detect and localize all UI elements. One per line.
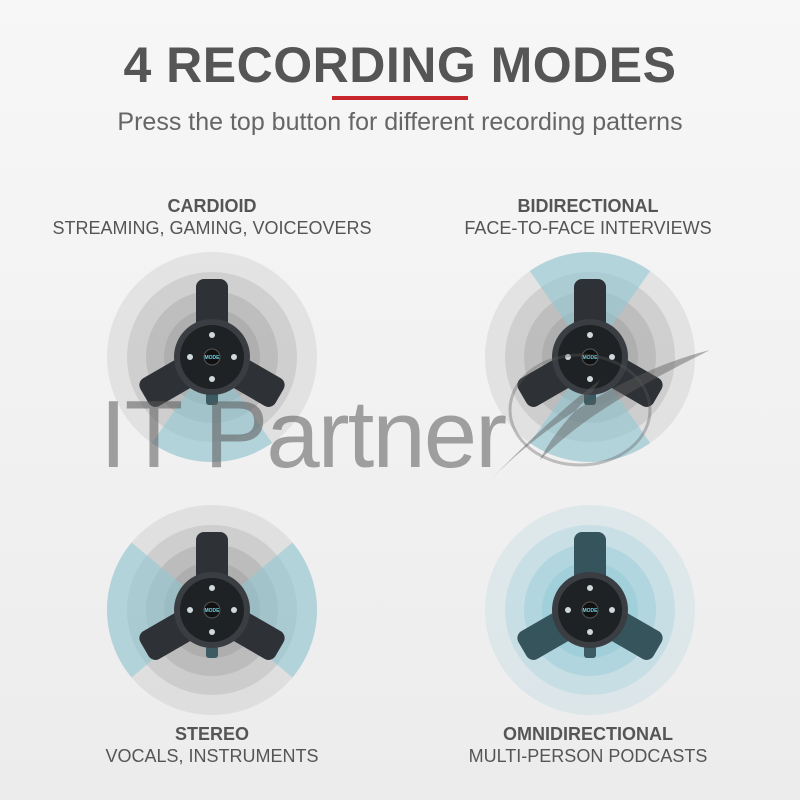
microphone-body: MODE [139, 279, 285, 407]
mode-button-label: MODE [583, 608, 599, 614]
pattern-lobe [212, 539, 317, 681]
mode-button-label: MODE [583, 355, 599, 361]
mode-button-label: MODE [205, 608, 221, 614]
page-title: 4 RECORDING MODES [123, 37, 677, 93]
microphone-cardioid-image: MODE [97, 242, 327, 472]
mode-use: VOCALS, INSTRUMENTS [105, 746, 319, 766]
title-underline [332, 96, 468, 100]
microphone-body: MODE [139, 532, 285, 660]
mode-label-omnidirectional: OMNIDIRECTIONAL MULTI-PERSON PODCASTS [388, 724, 788, 767]
mode-use: FACE-TO-FACE INTERVIEWS [464, 218, 712, 238]
mode-use: STREAMING, GAMING, VOICEOVERS [52, 218, 372, 238]
mode-use: MULTI-PERSON PODCASTS [468, 746, 708, 766]
mode-label-cardioid: CARDIOID STREAMING, GAMING, VOICEOVERS [12, 196, 412, 239]
microphone-body: MODE [517, 279, 663, 407]
mode-name: BIDIRECTIONAL [517, 196, 659, 216]
mode-label-stereo: STEREO VOCALS, INSTRUMENTS [12, 724, 412, 767]
mode-name: CARDIOID [167, 196, 257, 216]
page-subtitle: Press the top button for different recor… [117, 108, 683, 136]
mode-button-label: MODE [205, 355, 221, 361]
microphone-stereo-image: MODE [97, 495, 327, 725]
microphone-omnidirectional-image: MODE [475, 495, 705, 725]
pattern-lobe [148, 357, 276, 462]
mode-name: OMNIDIRECTIONAL [503, 724, 673, 744]
pattern-lobe [526, 357, 654, 462]
microphone-body: MODE [517, 532, 663, 660]
microphone-bidirectional-image: MODE [475, 242, 705, 472]
mode-name: STEREO [174, 724, 249, 744]
pattern-lobe [107, 539, 212, 681]
mode-label-bidirectional: BIDIRECTIONAL FACE-TO-FACE INTERVIEWS [388, 196, 788, 239]
